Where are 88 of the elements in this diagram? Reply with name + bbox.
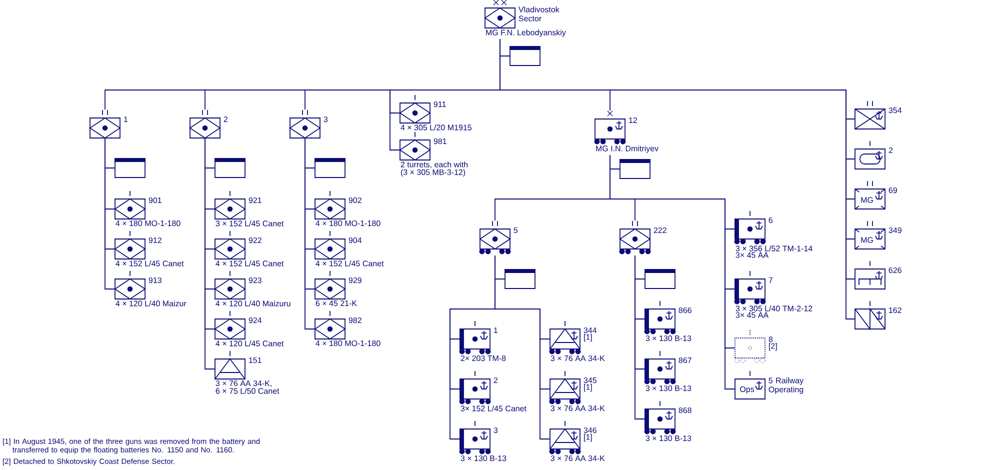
commander-name: MG F.N. Lebodyanskiy	[486, 29, 566, 37]
headquarters-box	[644, 269, 676, 289]
armament-text: 4 × 120 L/45 Canet	[216, 340, 284, 346]
unit-number: 3	[494, 427, 498, 434]
unit-number: 911	[434, 101, 446, 108]
headquarters-box	[510, 46, 540, 66]
armament-text: 2 turrets, each with	[400, 161, 468, 168]
unit-number: 1	[494, 327, 498, 333]
unit-number: 913	[148, 277, 162, 284]
unit-number: 345	[584, 377, 596, 384]
armament-text: 3 × 356 L/52 TM-1-14	[736, 245, 812, 252]
armament-text: 3× 45 AA	[736, 312, 769, 318]
armament-text: 3 × 76 AA 34-K	[550, 455, 605, 462]
unit-number: 867	[678, 357, 692, 364]
unit-number: 866	[678, 307, 692, 314]
unit-number: 981	[434, 138, 446, 144]
unit-number: 1	[124, 116, 128, 122]
unit-number: 868	[678, 407, 692, 414]
unit-number: 8	[768, 336, 773, 342]
headquarters-box	[114, 158, 146, 178]
connector-line	[304, 138, 315, 330]
headquarters-box	[504, 269, 536, 289]
unit-number: 626	[888, 267, 902, 274]
unit-number: 2	[888, 147, 892, 154]
armament-text: 3 × 76 AA 34-K	[550, 355, 605, 362]
armament-text: 3× 45 AA	[736, 252, 769, 258]
headquarters-box	[214, 158, 246, 178]
armament-text: 3 × 305 L/40 TM-2-12	[736, 305, 812, 312]
unit-number: 162	[889, 307, 902, 314]
unit-number: 901	[148, 197, 162, 204]
note-mark: [1]	[584, 434, 592, 442]
armament-text: 3 × 130 B-13	[646, 335, 692, 342]
armament-text: 4 × 180 MO-1-180	[116, 220, 180, 226]
unit-number: 7	[768, 277, 772, 283]
connector-line	[104, 138, 116, 290]
armament-text: 3 × 152 L/45 Canet	[216, 220, 284, 226]
connector-line	[634, 255, 645, 420]
unit-number: 923	[248, 277, 262, 284]
unit-number: 912	[148, 237, 162, 244]
armament-text: 3 × 130 B-13	[646, 385, 692, 392]
armament-text: 3 × 76 AA 34-K	[550, 405, 605, 412]
armament-text: (3 × 305 MB-3-12)	[400, 169, 466, 177]
armament-text: 4 × 152 L/45 Canet	[316, 260, 384, 266]
unit-number: 2	[494, 377, 498, 384]
unit-number: 2	[224, 116, 228, 122]
armament-text: 6 × 45 21-K	[316, 300, 357, 306]
unit-name: 5 Railway Operating	[768, 377, 804, 394]
unit-number: 346	[584, 427, 596, 434]
unit-number: 921	[248, 197, 262, 204]
unit-number: 929	[348, 277, 362, 284]
connector-line	[494, 255, 550, 440]
unit-number: 5	[514, 227, 518, 234]
armament-text: 6 × 75 L/50 Canet	[216, 388, 280, 394]
unit-number: 904	[348, 237, 362, 244]
commander-name: MG I.N. Dmitriyev	[596, 145, 659, 153]
armament-text: 4 × 180 MO-1-180	[316, 220, 380, 226]
armament-text: 4 × 120 L/40 Maizur	[116, 300, 186, 306]
unit-number: 222	[654, 227, 666, 234]
armament-text: 2× 203 TM-8	[460, 355, 506, 362]
armament-text: 3× 152 L/45 Canet	[460, 405, 526, 412]
unit-number: 982	[348, 317, 362, 324]
unit-name: 69	[888, 187, 897, 194]
armament-text: 3 × 130 B-13	[460, 455, 506, 462]
armament-text: 4 × 305 L/20 M1915	[400, 124, 472, 130]
unit-number: 6	[768, 217, 773, 224]
armament-text: 4 × 180 MO-1-180	[316, 340, 380, 346]
unit-number: 922	[248, 237, 262, 244]
armament-text: 4 × 120 L/40 Maizuru	[216, 300, 290, 306]
unit-number: 354	[888, 107, 902, 114]
note-mark: [1]	[584, 334, 592, 342]
unit-number: 151	[249, 357, 262, 364]
unit-number: 3	[324, 116, 328, 122]
unit-number: 902	[348, 197, 362, 204]
connector-line	[204, 138, 215, 370]
unit-number: 924	[248, 317, 262, 324]
headquarters-box	[314, 158, 346, 178]
unit-number: 344	[584, 327, 597, 334]
armament-text: 3 × 76 AA 34-K,	[216, 380, 272, 388]
note-mark: [1]	[584, 384, 592, 392]
headquarters-box	[620, 159, 650, 179]
unit-name: Vladivostok Sector	[518, 6, 560, 22]
connector-line	[610, 154, 735, 390]
armament-text: 4 × 152 L/45 Canet	[116, 260, 184, 266]
unit-name: 349	[888, 227, 902, 234]
armament-text: 3 × 130 B-13	[646, 435, 692, 442]
armament-text: 4 × 152 L/45 Canet	[216, 260, 284, 266]
unit-number: 12	[629, 117, 637, 124]
note-mark: [2]	[769, 343, 777, 350]
